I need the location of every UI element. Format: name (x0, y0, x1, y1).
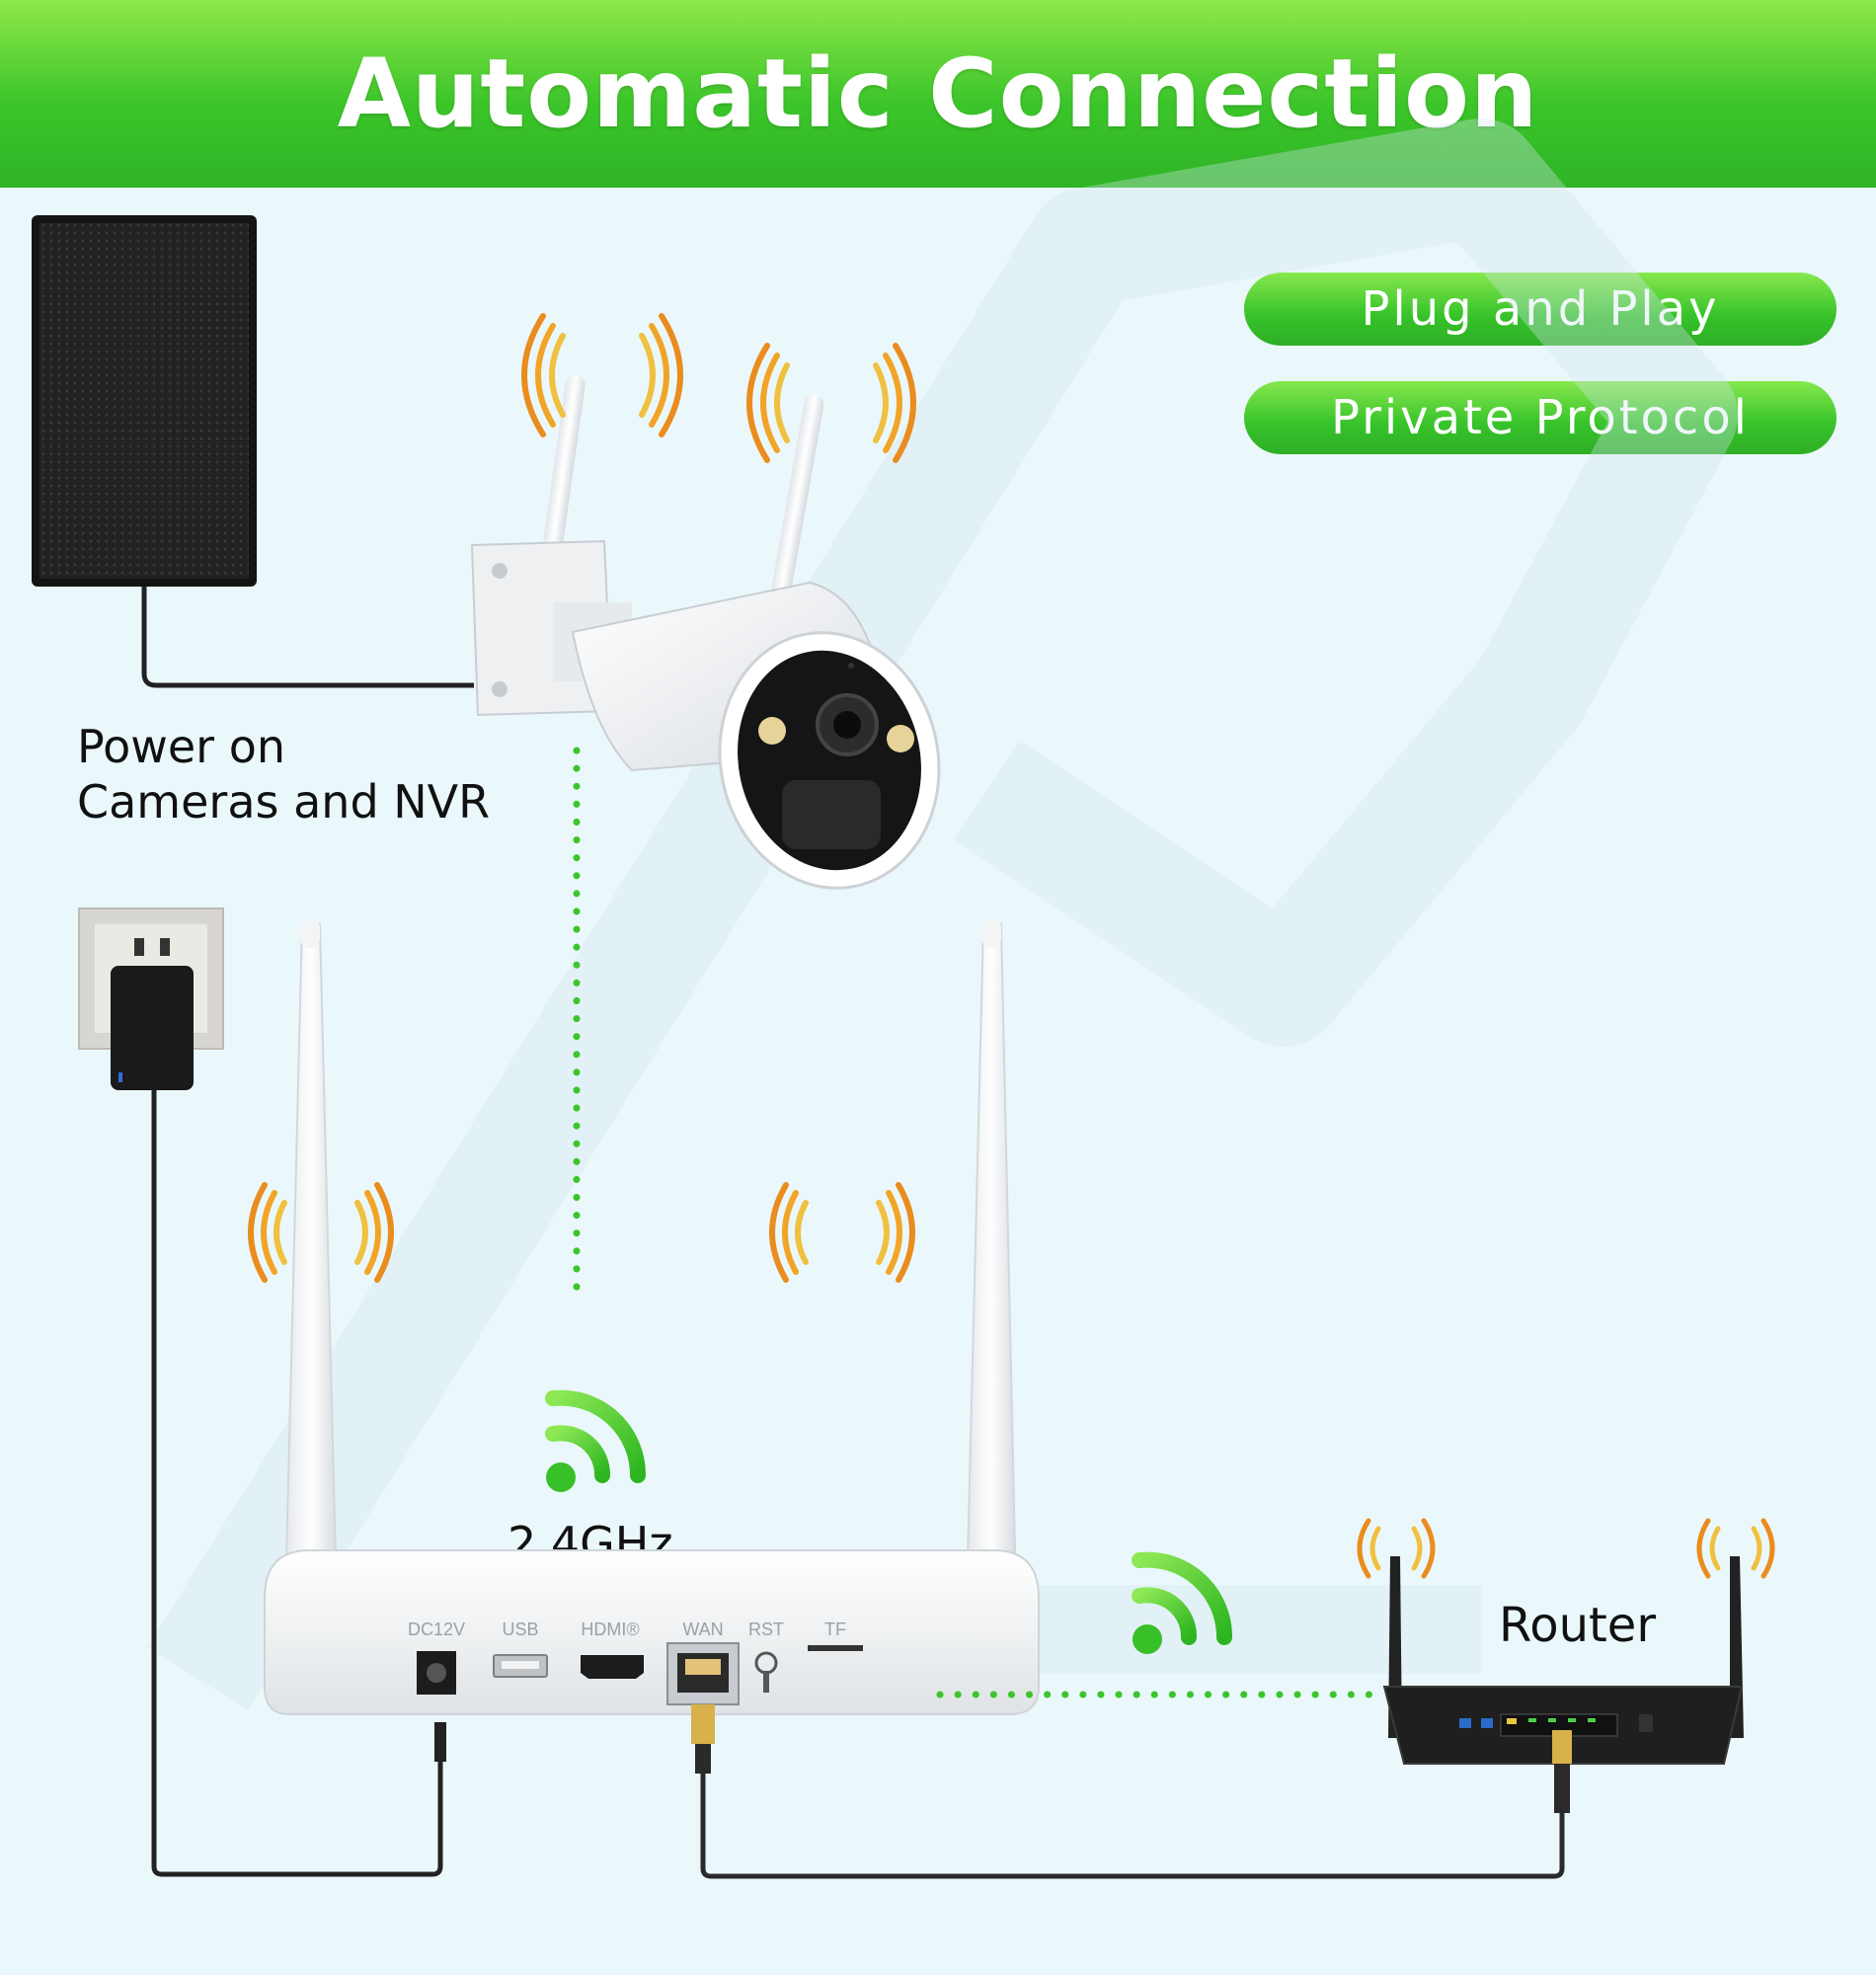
power-label-line2: Cameras and NVR (77, 775, 491, 829)
signal-wave-icon (769, 1182, 915, 1283)
wifi-icon (1132, 1551, 1233, 1654)
port-label-usb: USB (502, 1620, 538, 1639)
router-icon (1382, 1556, 1744, 1765)
header-banner: Automatic Connection (0, 0, 1876, 188)
ethernet-cable (691, 1704, 1572, 1879)
signal-wave-icon (521, 313, 683, 437)
nvr-icon: DC12V USB HDMI® WAN RST TF (264, 918, 1040, 1715)
wifi-icon (545, 1389, 647, 1492)
signal-wave-icon (746, 343, 916, 463)
port-label-tf: TF (824, 1620, 846, 1639)
page-title: Automatic Connection (337, 39, 1539, 149)
camera-icon (470, 374, 941, 890)
solar-panel-icon (32, 215, 257, 587)
solar-cable (141, 587, 474, 688)
router-label: Router (1499, 1598, 1657, 1653)
signal-wave-icon (248, 1182, 394, 1283)
power-adapter-icon (78, 908, 224, 1090)
power-cable (151, 1090, 443, 1877)
watermark-logo (147, 118, 1738, 1710)
port-label-rst: RST (748, 1620, 784, 1639)
power-label-line1: Power on (77, 720, 285, 773)
plug-and-play-badge: Plug and Play (1244, 273, 1837, 346)
signal-wave-icon (1357, 1518, 1775, 1579)
private-protocol-badge: Private Protocol (1244, 381, 1837, 454)
power-on-label: Power on Cameras and NVR (77, 719, 490, 830)
port-label-hdmi: HDMI® (581, 1620, 639, 1639)
port-label-dc12v: DC12V (408, 1620, 465, 1639)
port-label-wan: WAN (682, 1620, 723, 1639)
